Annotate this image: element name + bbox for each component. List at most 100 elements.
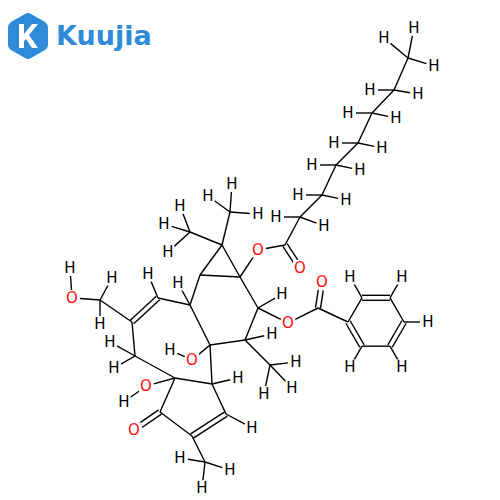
bond xyxy=(320,164,336,165)
bond xyxy=(210,345,212,384)
atom-label: H xyxy=(289,355,302,370)
bond xyxy=(100,285,108,300)
bond xyxy=(404,321,420,322)
bond xyxy=(193,416,227,438)
atom-label: H xyxy=(201,189,214,204)
bond xyxy=(285,217,300,245)
bond xyxy=(222,245,240,277)
bond xyxy=(318,308,348,322)
bond xyxy=(350,321,364,345)
bond xyxy=(266,365,270,386)
bond xyxy=(245,336,264,340)
bond xyxy=(300,217,317,223)
bond xyxy=(287,244,298,260)
atom-label: H xyxy=(395,360,408,375)
bond xyxy=(99,300,100,316)
bond xyxy=(245,340,270,365)
bond xyxy=(80,299,100,300)
atom-label: H xyxy=(305,158,318,173)
bond xyxy=(226,414,245,424)
atom-label: H xyxy=(269,210,282,225)
atom-label: H xyxy=(389,111,402,126)
bond xyxy=(270,363,288,365)
atom-label: H xyxy=(341,106,354,121)
bond xyxy=(240,277,258,308)
bond xyxy=(175,378,212,384)
bond xyxy=(348,298,362,322)
atom-label: H xyxy=(317,219,330,234)
atom-label: H xyxy=(161,245,174,260)
atom-label: O xyxy=(139,379,153,394)
atom-label: O xyxy=(65,291,79,306)
bond xyxy=(212,384,226,414)
atom-label: H xyxy=(195,481,208,496)
bond xyxy=(354,346,362,360)
bond xyxy=(132,322,135,356)
atom-label: H xyxy=(105,271,118,286)
bond xyxy=(154,378,175,384)
bond xyxy=(130,296,156,320)
bond xyxy=(346,323,360,347)
bond xyxy=(121,356,135,364)
atom-label: H xyxy=(107,361,120,376)
bond xyxy=(354,284,362,298)
bond xyxy=(316,290,319,308)
atom-label: H xyxy=(275,287,288,302)
atom-label: H xyxy=(353,163,366,178)
bond xyxy=(322,165,336,195)
bond xyxy=(214,201,230,212)
bond xyxy=(390,298,404,322)
bond xyxy=(362,300,390,301)
bond xyxy=(205,462,222,468)
logo-mark xyxy=(19,24,38,48)
atom-label: H xyxy=(285,381,298,396)
atom-label: H xyxy=(343,360,356,375)
atom-label: H xyxy=(93,317,106,332)
bond xyxy=(258,308,281,319)
atom-label: H xyxy=(173,199,186,214)
bond xyxy=(200,245,222,275)
bond xyxy=(203,462,205,480)
bond xyxy=(160,412,192,436)
atom-label: O xyxy=(251,243,265,258)
bond xyxy=(182,290,190,305)
bond xyxy=(390,346,398,360)
atom-label: H xyxy=(421,315,434,330)
bond xyxy=(245,308,258,340)
logo-hexagon xyxy=(8,13,48,59)
bond xyxy=(174,232,190,247)
atom-label: H xyxy=(231,371,244,386)
bond xyxy=(266,245,285,249)
atom-label: H xyxy=(291,188,304,203)
atom-label: H xyxy=(395,270,408,285)
atom-label: H xyxy=(225,177,238,192)
bond xyxy=(151,281,158,298)
bond xyxy=(212,380,230,384)
bond xyxy=(390,284,398,298)
atom-label: O xyxy=(315,275,329,290)
bond xyxy=(198,345,210,355)
bond xyxy=(408,36,412,58)
bond xyxy=(394,90,410,93)
logo-text: Kuujia xyxy=(56,22,152,49)
atom-label: O xyxy=(127,423,141,438)
atom-label: H xyxy=(257,387,270,402)
bond xyxy=(160,378,175,412)
bond xyxy=(283,246,294,262)
atom-label: H xyxy=(427,59,440,74)
atom-label: H xyxy=(343,270,356,285)
bond xyxy=(322,195,338,198)
bond xyxy=(134,300,160,324)
bond xyxy=(408,58,426,64)
bond xyxy=(135,356,175,378)
atom-label: H xyxy=(377,31,390,46)
bond xyxy=(117,346,135,356)
bond xyxy=(210,340,245,345)
bond xyxy=(394,58,408,90)
bond xyxy=(320,290,323,308)
atom-label: O xyxy=(293,261,307,276)
bond xyxy=(191,412,225,434)
atom-label: H xyxy=(157,217,170,232)
bond xyxy=(177,353,184,356)
